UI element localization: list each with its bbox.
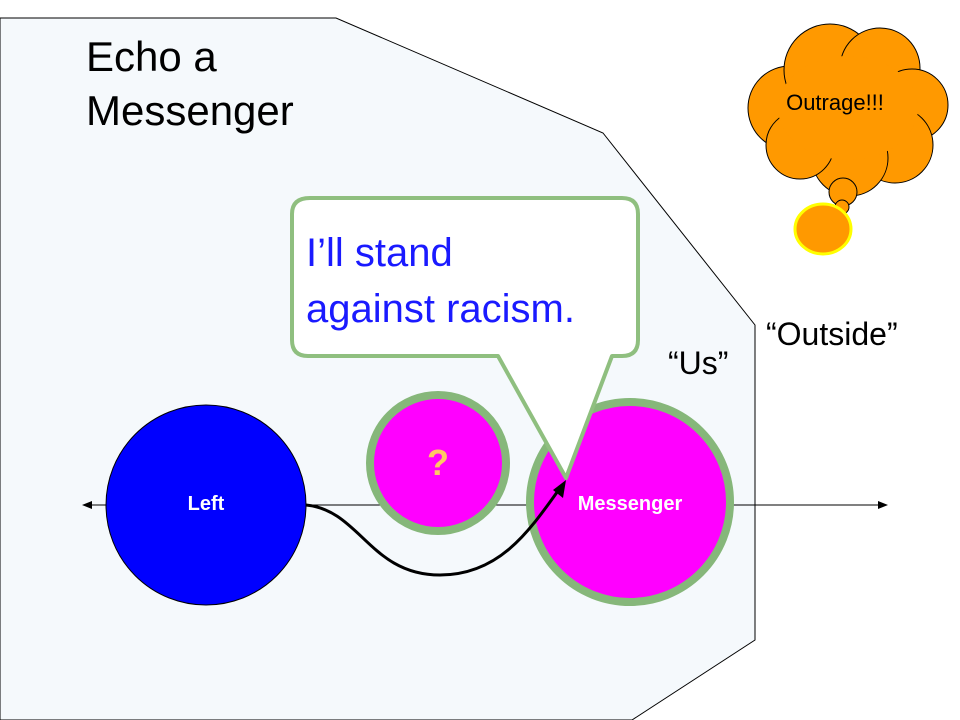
echo-arrowhead [553,480,566,498]
echo-arrow [305,487,562,577]
thought-source-dot [793,202,853,256]
slide-title: Echo a Messenger [86,33,294,134]
us-label: “Us” [668,345,729,381]
axis-arrow-left [82,501,92,509]
left-node-label: Left [187,493,225,515]
speech-bubble-text: I’ll stand against racism. [306,231,575,331]
outside-label: “Outside” [766,316,898,352]
axis-arrow-right [878,501,888,509]
messenger-node [526,398,734,606]
unknown-node-label: ? [427,442,449,483]
messenger-node-label: Messenger [577,493,683,515]
unknown-node [366,391,510,535]
thought-bubble-text: Outrage!!! [786,90,884,115]
thought-cloud [747,23,949,197]
speech-bubble [290,196,640,480]
